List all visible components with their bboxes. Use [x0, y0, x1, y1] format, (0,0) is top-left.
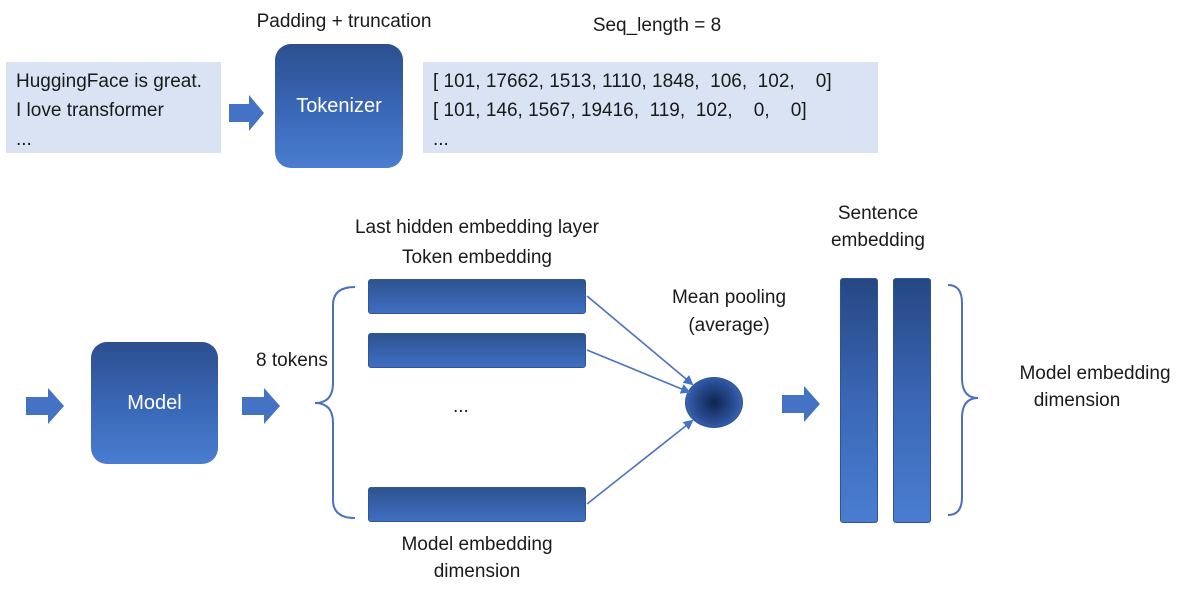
token-dim-label-1: Model embedding [401, 534, 553, 555]
padding-truncation-label: Padding + truncation [256, 11, 432, 32]
mean-pooling-node [685, 377, 743, 428]
sentence-embedding-bar-1 [840, 278, 878, 523]
last-hidden-layer-label: Last hidden embedding layer [354, 217, 600, 238]
sentence-embedding-title-2: embedding [830, 230, 926, 251]
input-line-3: ... [16, 129, 32, 150]
connector-bar2-to-pool [586, 349, 691, 394]
token-embedding-bar-last [368, 487, 586, 522]
connector-barlast-to-pool [586, 419, 694, 505]
input-line-2: I love transformer [16, 100, 164, 121]
tokenizer-label: Tokenizer [296, 94, 382, 117]
token-embeddings-brace [314, 286, 356, 519]
token-embedding-label: Token embedding [402, 247, 552, 268]
sentence-embedding-title-1: Sentence [837, 203, 919, 224]
token-ids-line-3: ... [433, 129, 449, 150]
model-box: Model [91, 342, 218, 464]
token-embedding-ellipsis: ... [453, 396, 469, 417]
sentence-dim-label-1: Model embedding [1019, 363, 1171, 384]
token-ids-box: [ 101, 17662, 1513, 1110, 1848, 106, 102… [423, 62, 878, 153]
input-text-box: HuggingFace is great. I love transformer… [6, 62, 221, 153]
arrow-input-to-tokenizer [229, 95, 264, 131]
arrow-pooling-to-sentence [782, 386, 820, 422]
model-label: Model [127, 391, 182, 414]
sentence-dim-label-2: dimension [1033, 390, 1121, 411]
token-embedding-bar-2 [368, 333, 586, 368]
arrow-into-model [26, 388, 64, 424]
token-dim-label-2: dimension [433, 561, 521, 582]
token-embedding-bar-1 [368, 279, 586, 314]
token-ids-line-2: [ 101, 146, 1567, 19416, 119, 102, 0, 0] [433, 100, 807, 121]
mean-pooling-sub-label: (average) [688, 315, 770, 336]
tokenizer-box: Tokenizer [275, 44, 403, 168]
input-line-1: HuggingFace is great. [16, 71, 202, 92]
seq-length-label: Seq_length = 8 [592, 15, 722, 36]
sentence-embedding-bar-2 [893, 278, 931, 523]
token-ids-line-1: [ 101, 17662, 1513, 1110, 1848, 106, 102… [433, 71, 832, 92]
arrow-model-to-tokens [242, 388, 280, 424]
tokens-count-label: 8 tokens [256, 350, 328, 371]
connector-bar1-to-pool [586, 295, 694, 386]
sentence-embedding-brace [947, 284, 979, 516]
mean-pooling-label: Mean pooling [671, 287, 787, 308]
